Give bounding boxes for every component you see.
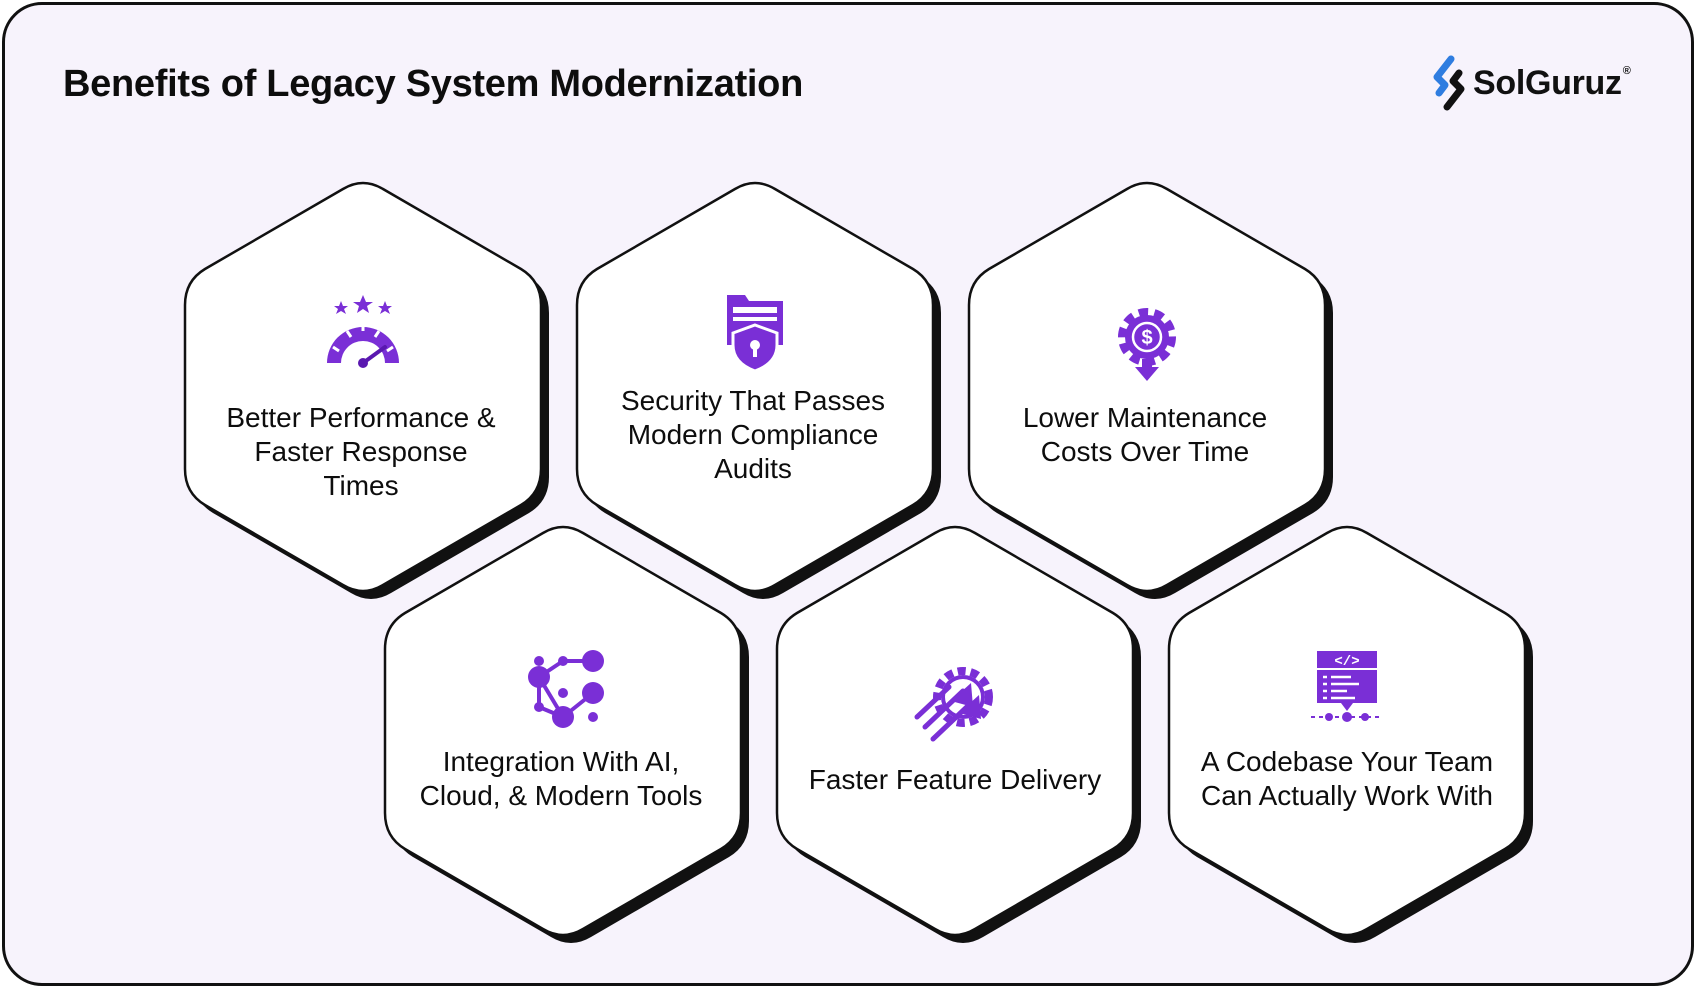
secure-folder-icon bbox=[727, 295, 783, 373]
brand-logo: SolGuruz ® bbox=[1429, 55, 1631, 111]
solguruz-logo-icon bbox=[1433, 55, 1465, 111]
benefit-hex-integration bbox=[383, 525, 749, 943]
benefit-hex-maintenance: $ bbox=[967, 181, 1333, 599]
benefit-label-delivery: Faster Feature Delivery bbox=[808, 764, 1102, 795]
benefit-label-codebase: A Codebase Your Team Can Actually Work W… bbox=[1200, 746, 1494, 811]
benefit-hex-performance bbox=[183, 181, 549, 599]
rocket-gear-icon bbox=[914, 667, 993, 742]
brand-name: SolGuruz bbox=[1473, 63, 1622, 102]
benefit-hex-security bbox=[575, 181, 941, 599]
benefit-hex-codebase: </> bbox=[1167, 525, 1533, 943]
registered-mark: ® bbox=[1622, 65, 1631, 77]
benefit-label-security: Security That Passes Modern Compliance A… bbox=[620, 385, 886, 484]
svg-text:</>: </> bbox=[1334, 654, 1359, 670]
svg-text:$: $ bbox=[1141, 327, 1152, 349]
code-window-icon: </> bbox=[1311, 651, 1383, 722]
page-title: Benefits of Legacy System Modernization bbox=[63, 63, 804, 105]
cost-gear-icon: $ bbox=[1118, 308, 1176, 381]
benefits-hexagon-grid: $ bbox=[183, 181, 1533, 943]
benefit-label-maintenance: Lower Maintenance Costs Over Time bbox=[1022, 402, 1268, 467]
benefit-hex-delivery bbox=[775, 525, 1141, 943]
speedometer-icon bbox=[327, 295, 399, 368]
network-nodes-icon bbox=[528, 650, 604, 728]
benefit-label-integration: Integration With AI, Cloud, & Modern Too… bbox=[419, 746, 703, 811]
benefit-label-performance: Better Performance & Faster Response Tim… bbox=[226, 402, 496, 501]
